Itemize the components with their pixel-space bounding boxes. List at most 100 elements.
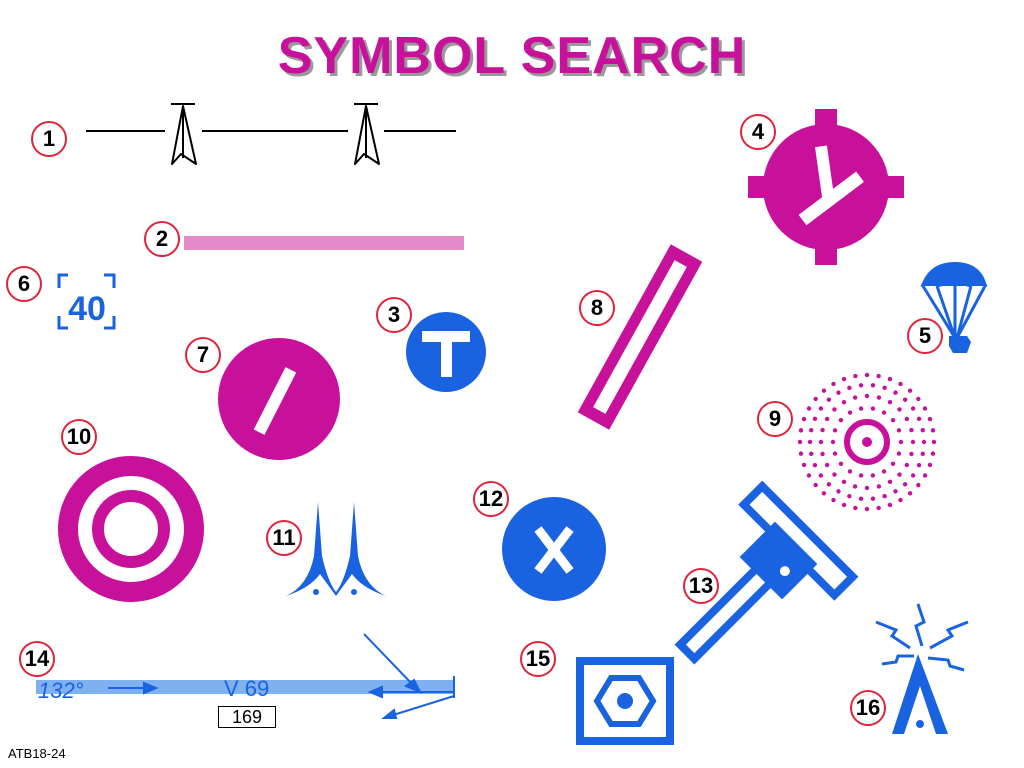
ring-dot [818,406,824,411]
ring-dot [831,497,836,503]
ring-dot [858,406,864,411]
ring-dot [890,461,896,467]
ring-dot [841,399,847,405]
ring-dot [916,462,922,468]
ring-dot [887,479,893,485]
ring-dot [904,462,910,468]
parachute-symbol [920,262,988,353]
ring-dot [847,410,853,415]
ring-dot [847,385,852,390]
ring-dot [836,489,841,494]
ring-dot [806,473,812,478]
ring-dot [910,473,916,478]
course-label: 132° [38,678,84,703]
ring-dot [898,381,903,387]
ring-dot [927,416,933,422]
ring-dot [809,427,814,433]
ring-dot [841,479,847,485]
label-15: 15 [520,641,556,677]
label-13: 13 [683,568,719,604]
mileage-box: 169 [218,706,276,728]
ring-dot [832,428,838,433]
crosshair-circle-symbol [748,109,904,265]
ring-dot [836,390,841,395]
ring-dot [826,397,832,402]
tower-icon [171,103,197,165]
ring-dot [870,496,876,501]
label-16: 16 [850,690,886,726]
tower-icon [354,103,380,165]
label-9: 9 [757,401,793,437]
ring-dot [813,396,818,402]
ring-dot [824,462,830,468]
ring-dot [852,484,858,489]
ring-dot [898,439,904,445]
label-1: 1 [31,121,67,157]
dotted-rings-symbol [797,372,937,512]
ring-dot [882,385,887,390]
lightning-tower-symbol [875,603,969,734]
ring-dot [893,489,898,494]
ring-dot [896,428,902,433]
ring-dot [876,373,881,379]
ring-dot [826,482,832,487]
t-circle-symbol [406,312,486,392]
ring-dot [870,406,876,411]
label-5: 5 [907,318,943,354]
x-circle-symbol [502,497,606,601]
ring-dot [881,410,887,415]
ring-dot [876,484,882,489]
ring-dot [870,473,876,478]
ring-dot [847,494,852,499]
ring-dot [887,399,893,405]
ring-dot [864,506,870,512]
bracket-number-text: 40 [68,290,106,328]
page-title: SYMBOL SEARCH [277,27,747,85]
pink-bar-symbol [184,236,464,250]
ring-dot [876,505,881,511]
label-2: 2 [144,221,180,257]
twin-spire-symbol [286,502,386,596]
label-10: 10 [61,419,97,455]
ring-dot [853,373,858,379]
ring-dot [864,393,870,399]
ring-dot [887,502,893,508]
ring-dot [830,439,836,445]
ring-dot [893,390,898,395]
ring-dot [858,473,864,478]
footer-code: ATB18-24 [8,746,66,761]
ring-dot [897,472,902,477]
ring-dot [896,451,902,456]
ring-dot [809,451,814,457]
ring-dot [910,406,916,411]
ring-dot [832,407,837,412]
hexagon-square-symbol [576,657,674,745]
ring-dot [831,381,836,387]
ring-dot [927,462,933,468]
ring-dot [832,472,837,477]
ring-dot [931,439,937,445]
ring-dot [798,428,804,433]
ring-dot [902,482,908,487]
ring-dot [916,416,922,422]
ring-dot [890,417,896,423]
ring-dot [821,491,827,496]
ring-dot [798,451,804,456]
ring-dot [922,406,928,411]
ring-dot [907,388,913,393]
double-ring-symbol [58,456,204,602]
label-7: 7 [185,337,221,373]
ring-dot [898,497,903,503]
ring-dot [824,416,830,422]
ring-dot [812,416,818,422]
label-8: 8 [579,290,615,326]
ring-dot [870,383,876,388]
ring-dot [897,407,902,412]
ring-dot [852,395,858,400]
ring-dot [807,439,813,445]
slash-circle-symbol [218,338,340,460]
ring-dot [882,494,887,499]
bracket-number-symbol: 40 [57,273,116,330]
ring-dot [832,451,838,456]
ring-dot [858,383,864,388]
